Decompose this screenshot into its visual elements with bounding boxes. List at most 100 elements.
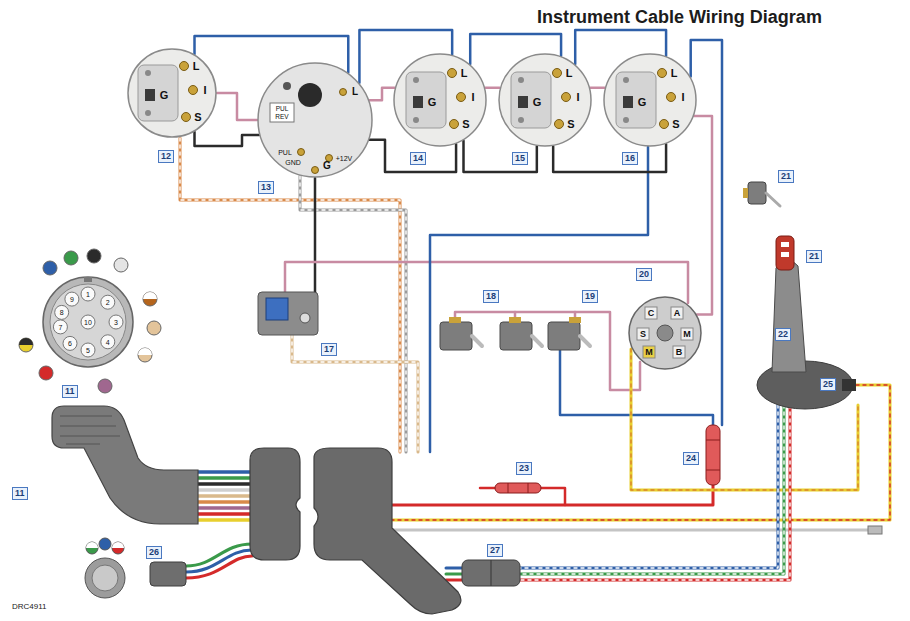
ground-stud	[518, 96, 528, 108]
lead-wire	[392, 529, 868, 532]
power-wire	[541, 488, 565, 505]
gauge-back: LIGS	[393, 53, 487, 147]
text-anchor: REV	[275, 114, 288, 121]
wire-color-dot	[138, 348, 152, 362]
text-anchor: S	[567, 119, 574, 130]
callout-number: 15	[512, 152, 528, 165]
ground-wire	[314, 178, 317, 300]
toggle-lever	[472, 336, 482, 346]
terminal-label: I	[681, 92, 684, 103]
toggle-switch	[548, 322, 580, 350]
text-anchor: S	[194, 112, 201, 123]
bundle-wire	[190, 476, 256, 480]
terminal-stud	[298, 149, 305, 156]
bracket-screw	[518, 117, 524, 123]
pin-number: 9	[70, 296, 74, 303]
label-anchor: 11	[62, 385, 78, 398]
terminal-label: C	[648, 309, 655, 318]
wire-stripe	[292, 335, 418, 452]
wire	[485, 87, 499, 90]
toggle-lever	[532, 336, 542, 346]
connector-half	[250, 448, 300, 560]
trim-wire	[520, 405, 778, 568]
wire-stripe	[631, 349, 858, 490]
callout-number: 25	[820, 378, 836, 391]
trim-wire	[446, 573, 462, 576]
wire-color-dot	[143, 292, 157, 306]
wire-stripe	[520, 405, 778, 568]
callout-number: 19	[582, 290, 598, 303]
label-anchor: 17	[321, 343, 337, 356]
terminal-label: PUL	[278, 149, 292, 156]
pin-socket	[81, 343, 95, 357]
trim-connector	[150, 562, 186, 586]
terminal-label: G	[160, 90, 169, 101]
bracket-screw	[623, 77, 629, 83]
text-anchor: A	[674, 309, 681, 318]
text-anchor: M	[683, 330, 691, 339]
pin-socket	[101, 335, 115, 349]
text-anchor: I	[681, 92, 684, 103]
callout-number: 17	[321, 343, 337, 356]
connector-joint	[490, 560, 491, 586]
gauge-bracket	[616, 72, 656, 128]
text-anchor: 7	[58, 323, 62, 330]
callout-number: 11	[62, 385, 78, 398]
pin-socket	[81, 287, 95, 301]
terminal-stud	[450, 120, 459, 129]
wire	[195, 132, 259, 146]
trim-wire	[520, 405, 784, 574]
bundle-wire	[190, 494, 256, 498]
text-anchor: G	[428, 97, 437, 108]
callout-number: 21	[806, 250, 822, 263]
lamp-wire	[430, 147, 648, 452]
lamp-socket	[298, 83, 322, 107]
text-anchor: L	[566, 68, 573, 79]
pin-number: 8	[60, 309, 64, 316]
text-anchor: I	[471, 92, 474, 103]
bundle-wire	[190, 482, 256, 486]
wire-color-dot	[87, 249, 101, 263]
sender-wire	[180, 138, 400, 452]
wire-color-dot	[86, 542, 98, 554]
gauge-bracket	[406, 72, 446, 128]
terminal-stud	[312, 167, 319, 174]
text-anchor: 2	[106, 299, 110, 306]
text-anchor: G	[160, 90, 169, 101]
terminal-label: L	[352, 87, 358, 97]
callout-number: 14	[410, 152, 426, 165]
bracket-screw	[518, 77, 524, 83]
label-anchor: 21	[806, 250, 822, 263]
buzzer-body	[258, 292, 318, 335]
label-anchor: 26	[146, 546, 162, 559]
terminal-label: +12V	[336, 155, 353, 162]
text-anchor: 4	[106, 338, 110, 345]
fuse-band	[706, 440, 720, 470]
text-anchor: G	[533, 97, 542, 108]
label-anchor: 27	[487, 544, 503, 557]
terminal-stud	[180, 62, 189, 71]
terminal-stud	[562, 93, 571, 102]
text-anchor: 8	[60, 309, 64, 316]
terminal-label: A	[674, 309, 681, 318]
terminal-label: GND	[285, 159, 301, 166]
pin-number: 3	[114, 319, 118, 326]
text-anchor: L	[193, 61, 200, 72]
text-anchor: 9	[70, 296, 74, 303]
text-anchor: C	[648, 309, 655, 318]
terminal-label: M	[645, 348, 653, 357]
text-anchor: M	[645, 348, 653, 357]
terminal-label: S	[567, 119, 574, 130]
wire-color-dot	[114, 258, 128, 272]
ignition-wire	[285, 262, 688, 303]
pin-number: 5	[86, 347, 90, 354]
text-anchor: GND	[285, 159, 301, 166]
label-anchor: 11	[12, 487, 28, 500]
gauge-housing	[394, 54, 486, 146]
trim-button	[781, 242, 789, 247]
label-anchor: 16	[622, 152, 638, 165]
pin-number: 4	[106, 338, 110, 345]
buzzer-screw	[300, 313, 310, 323]
toggle-switch	[500, 322, 532, 350]
